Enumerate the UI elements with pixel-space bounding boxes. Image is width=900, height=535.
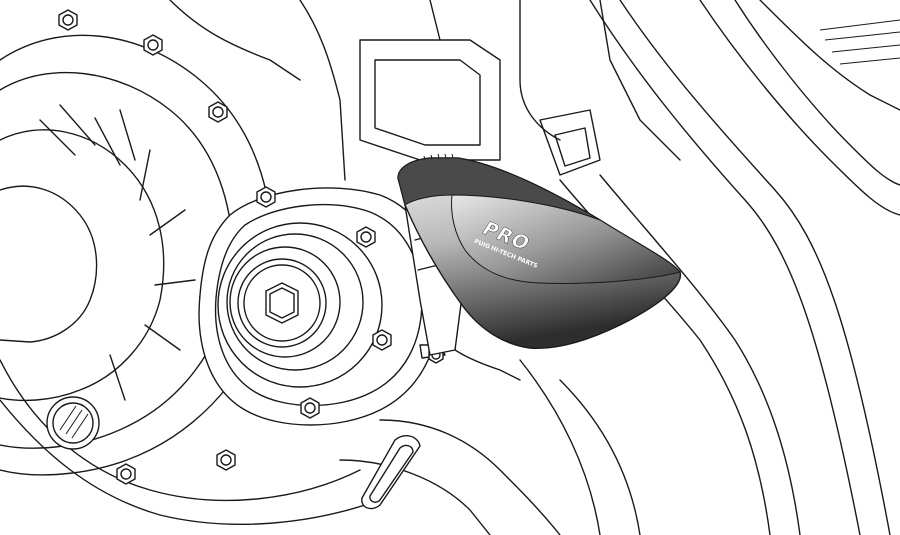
bolts xyxy=(58,9,444,485)
bolt xyxy=(372,329,392,351)
bolt xyxy=(356,226,376,248)
bolt xyxy=(300,397,320,419)
bolt xyxy=(116,463,136,485)
engine-block xyxy=(169,0,681,181)
bolt xyxy=(143,34,163,56)
bolt xyxy=(216,449,236,471)
bolt xyxy=(58,9,78,31)
clutch-cover xyxy=(198,187,441,426)
frame-slider: PRO PUIG HI-TECH PARTS xyxy=(397,153,682,356)
bolt xyxy=(256,186,276,208)
bolt xyxy=(208,101,228,123)
